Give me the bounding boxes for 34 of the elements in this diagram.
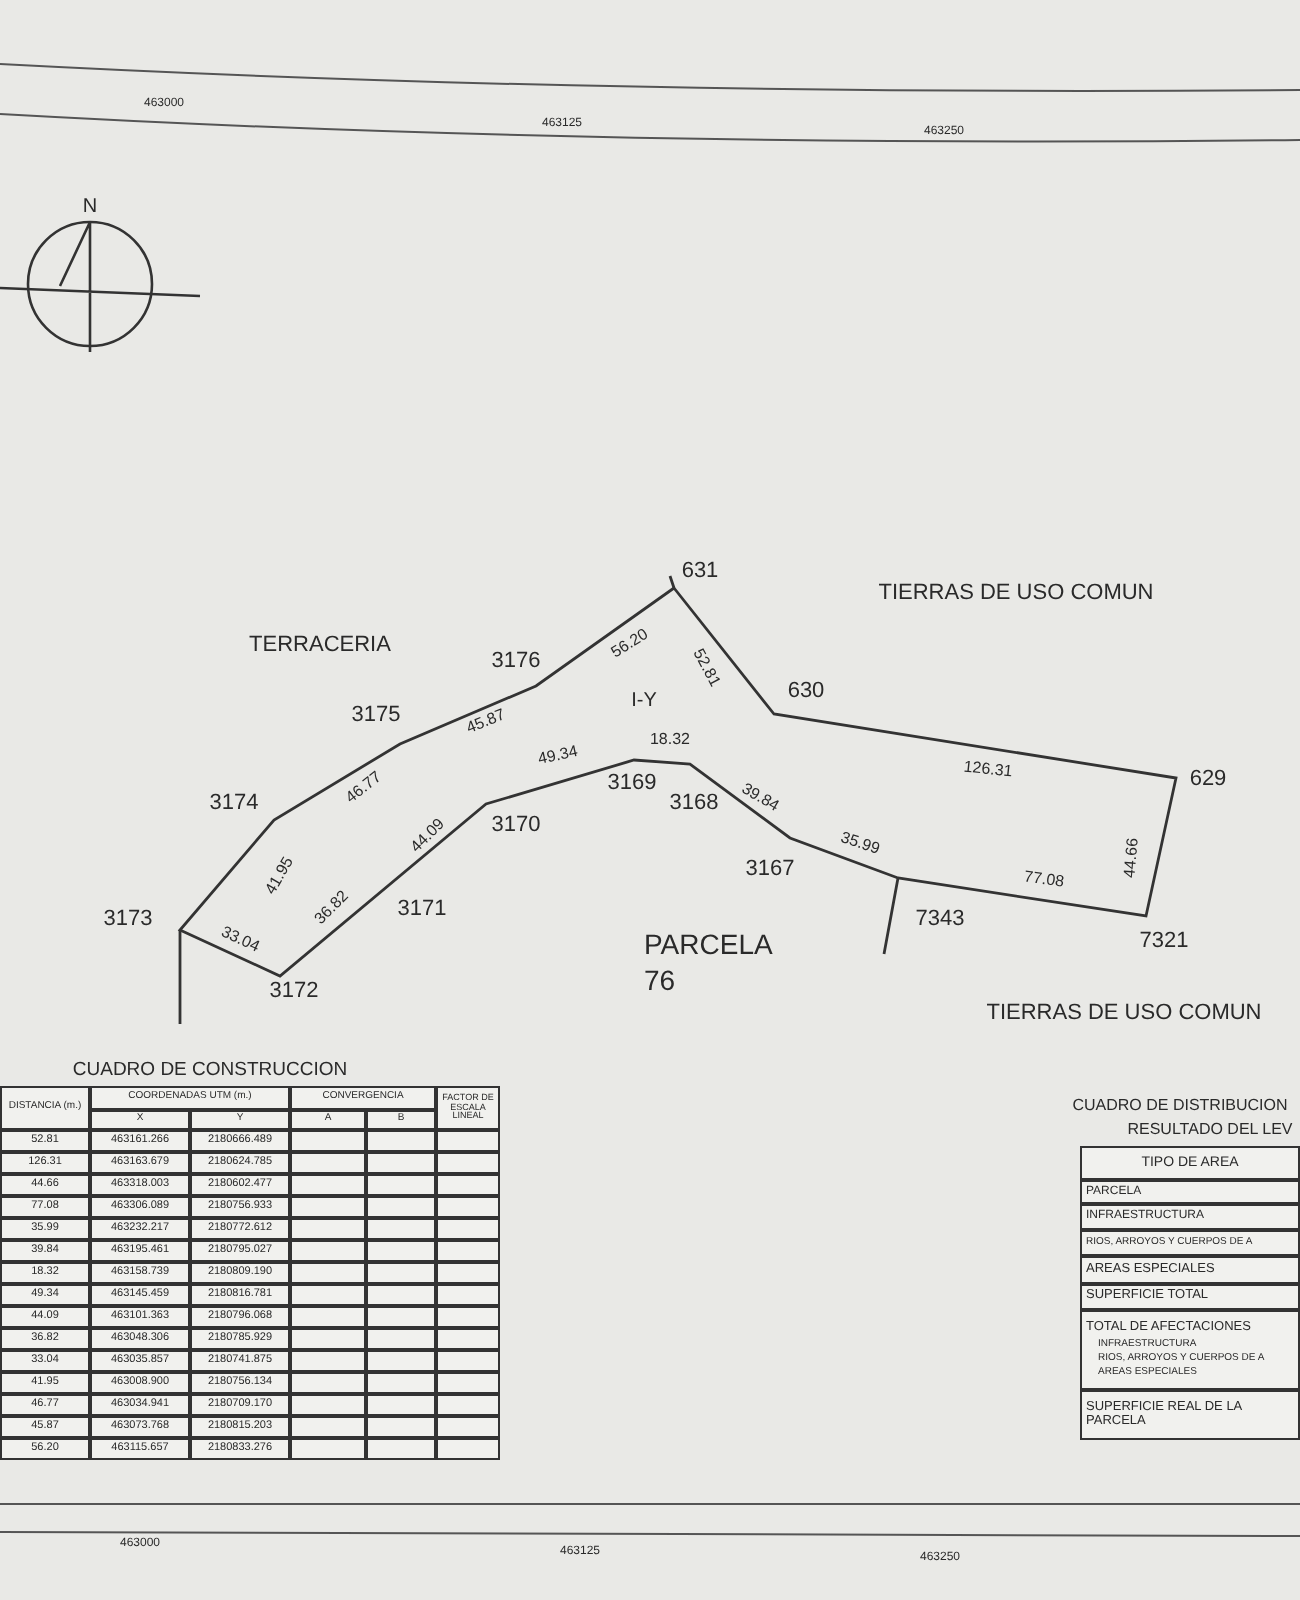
vertex-number: 3176 — [491, 651, 541, 673]
parcel-number: 76 — [644, 966, 676, 994]
parcel-name: PARCELA — [644, 930, 773, 958]
vertex-number: 3174 — [209, 793, 259, 815]
parcel-label: I-Y — [631, 692, 657, 712]
vertex-number: 3173 — [103, 909, 153, 931]
vertex-number: 3168 — [669, 793, 719, 815]
area-label: TIERRAS DE USO COMUN — [878, 583, 1154, 605]
vertex-number: 7343 — [915, 909, 965, 931]
distance-label: 33.04 — [218, 924, 262, 956]
vertex-number: 629 — [1189, 769, 1227, 791]
distance-label: 52.81 — [689, 646, 723, 690]
distance-label: 44.66 — [1122, 837, 1142, 879]
north-label: N — [82, 198, 98, 218]
vertex-number: 3171 — [397, 899, 447, 921]
vertex-number: 630 — [787, 681, 825, 703]
distance-label: 77.08 — [1023, 869, 1065, 891]
vertex-number: 631 — [681, 561, 719, 583]
vertex-number: 3175 — [351, 705, 401, 727]
distance-label: 35.99 — [838, 830, 882, 858]
vertex-number: 3172 — [269, 981, 319, 1003]
distance-label: 49.34 — [536, 744, 580, 768]
vertex-number: 7321 — [1139, 931, 1189, 953]
vertex-number: 3170 — [491, 815, 541, 837]
area-label: TERRACERIA — [249, 635, 391, 657]
table-title: CUADRO DE DISTRIBUCION — [1072, 1098, 1288, 1114]
distance-label: 45.87 — [464, 707, 508, 737]
distance-label: 126.31 — [962, 759, 1014, 781]
distance-label: 18.32 — [649, 732, 691, 748]
vertex-number: 3169 — [607, 773, 657, 795]
vertex-number: 3167 — [745, 859, 795, 881]
area-label: TIERRAS DE USO COMUN — [986, 1003, 1262, 1025]
table-title: CUADRO DE CONSTRUCCION — [72, 1060, 348, 1080]
table-title: RESULTADO DEL LEV — [1127, 1122, 1293, 1138]
